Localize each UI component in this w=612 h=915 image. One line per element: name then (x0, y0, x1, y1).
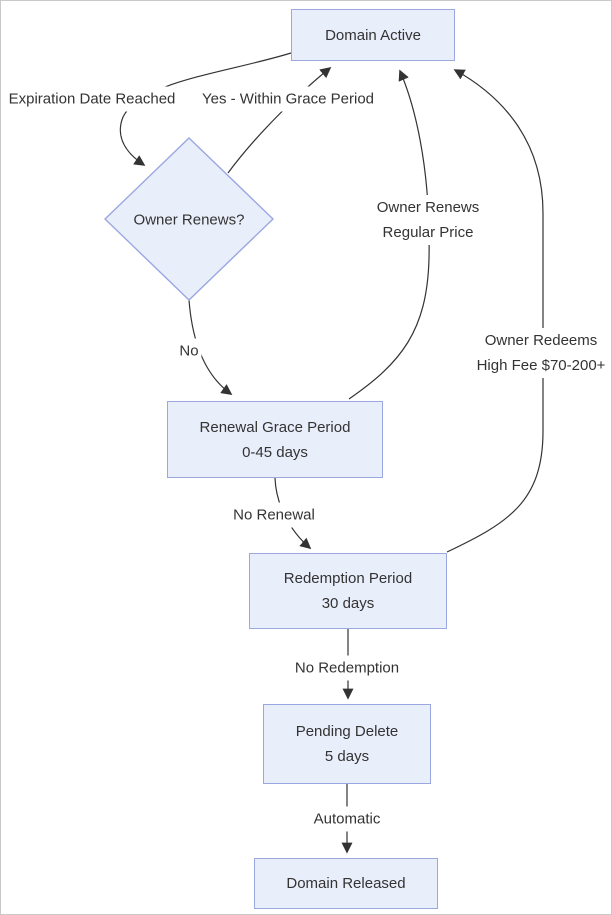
edge-label-no-redemption: No Redemption (291, 655, 403, 681)
node-redemption-period: Redemption Period 30 days (249, 553, 447, 629)
edge-label-no: No (176, 338, 202, 364)
decision-owner-renews-shape (103, 137, 275, 301)
edge-label-owner-redeems-line2: High Fee $70-200+ (476, 357, 606, 374)
node-renewal-grace-period: Renewal Grace Period 0-45 days (167, 401, 383, 478)
node-domain-released-label: Domain Released (286, 875, 406, 892)
decision-owner-renews-label: Owner Renews? (133, 211, 245, 229)
node-renewal-grace-period-line1: Renewal Grace Period (199, 418, 351, 436)
node-renewal-grace-period-line2: 0-45 days (242, 443, 308, 461)
node-pending-delete-line2: 5 days (324, 748, 370, 765)
node-redemption-period-line1: Redemption Period (283, 570, 413, 587)
node-domain-active: Domain Active (291, 9, 455, 61)
edge-label-owner-renews-line2: Regular Price (382, 224, 474, 241)
edge-label-expiration-date-reached: Expiration Date Reached (5, 86, 179, 112)
edge-yes-within-grace-period (227, 66, 332, 174)
edge-label-no-renewal: No Renewal (230, 502, 318, 528)
edge-label-owner-redeems-high-fee: Owner Redeems High Fee $70-200+ (473, 328, 609, 378)
edge-label-owner-renews-line1: Owner Renews (376, 199, 480, 216)
node-domain-released: Domain Released (254, 858, 438, 909)
node-pending-delete-line1: Pending Delete (295, 723, 399, 740)
node-redemption-period-line2: 30 days (321, 595, 375, 612)
edge-label-owner-renews-regular-price: Owner Renews Regular Price (373, 195, 483, 245)
node-pending-delete: Pending Delete 5 days (263, 704, 431, 784)
edge-owner-renews-regular-price (348, 69, 430, 400)
node-domain-active-label: Domain Active (325, 26, 421, 44)
edge-label-owner-redeems-line1: Owner Redeems (484, 332, 598, 349)
edge-owner-redeems-high-fee (446, 69, 544, 553)
edge-label-yes-within-grace-period: Yes - Within Grace Period (198, 86, 378, 112)
edge-label-automatic: Automatic (310, 806, 384, 832)
